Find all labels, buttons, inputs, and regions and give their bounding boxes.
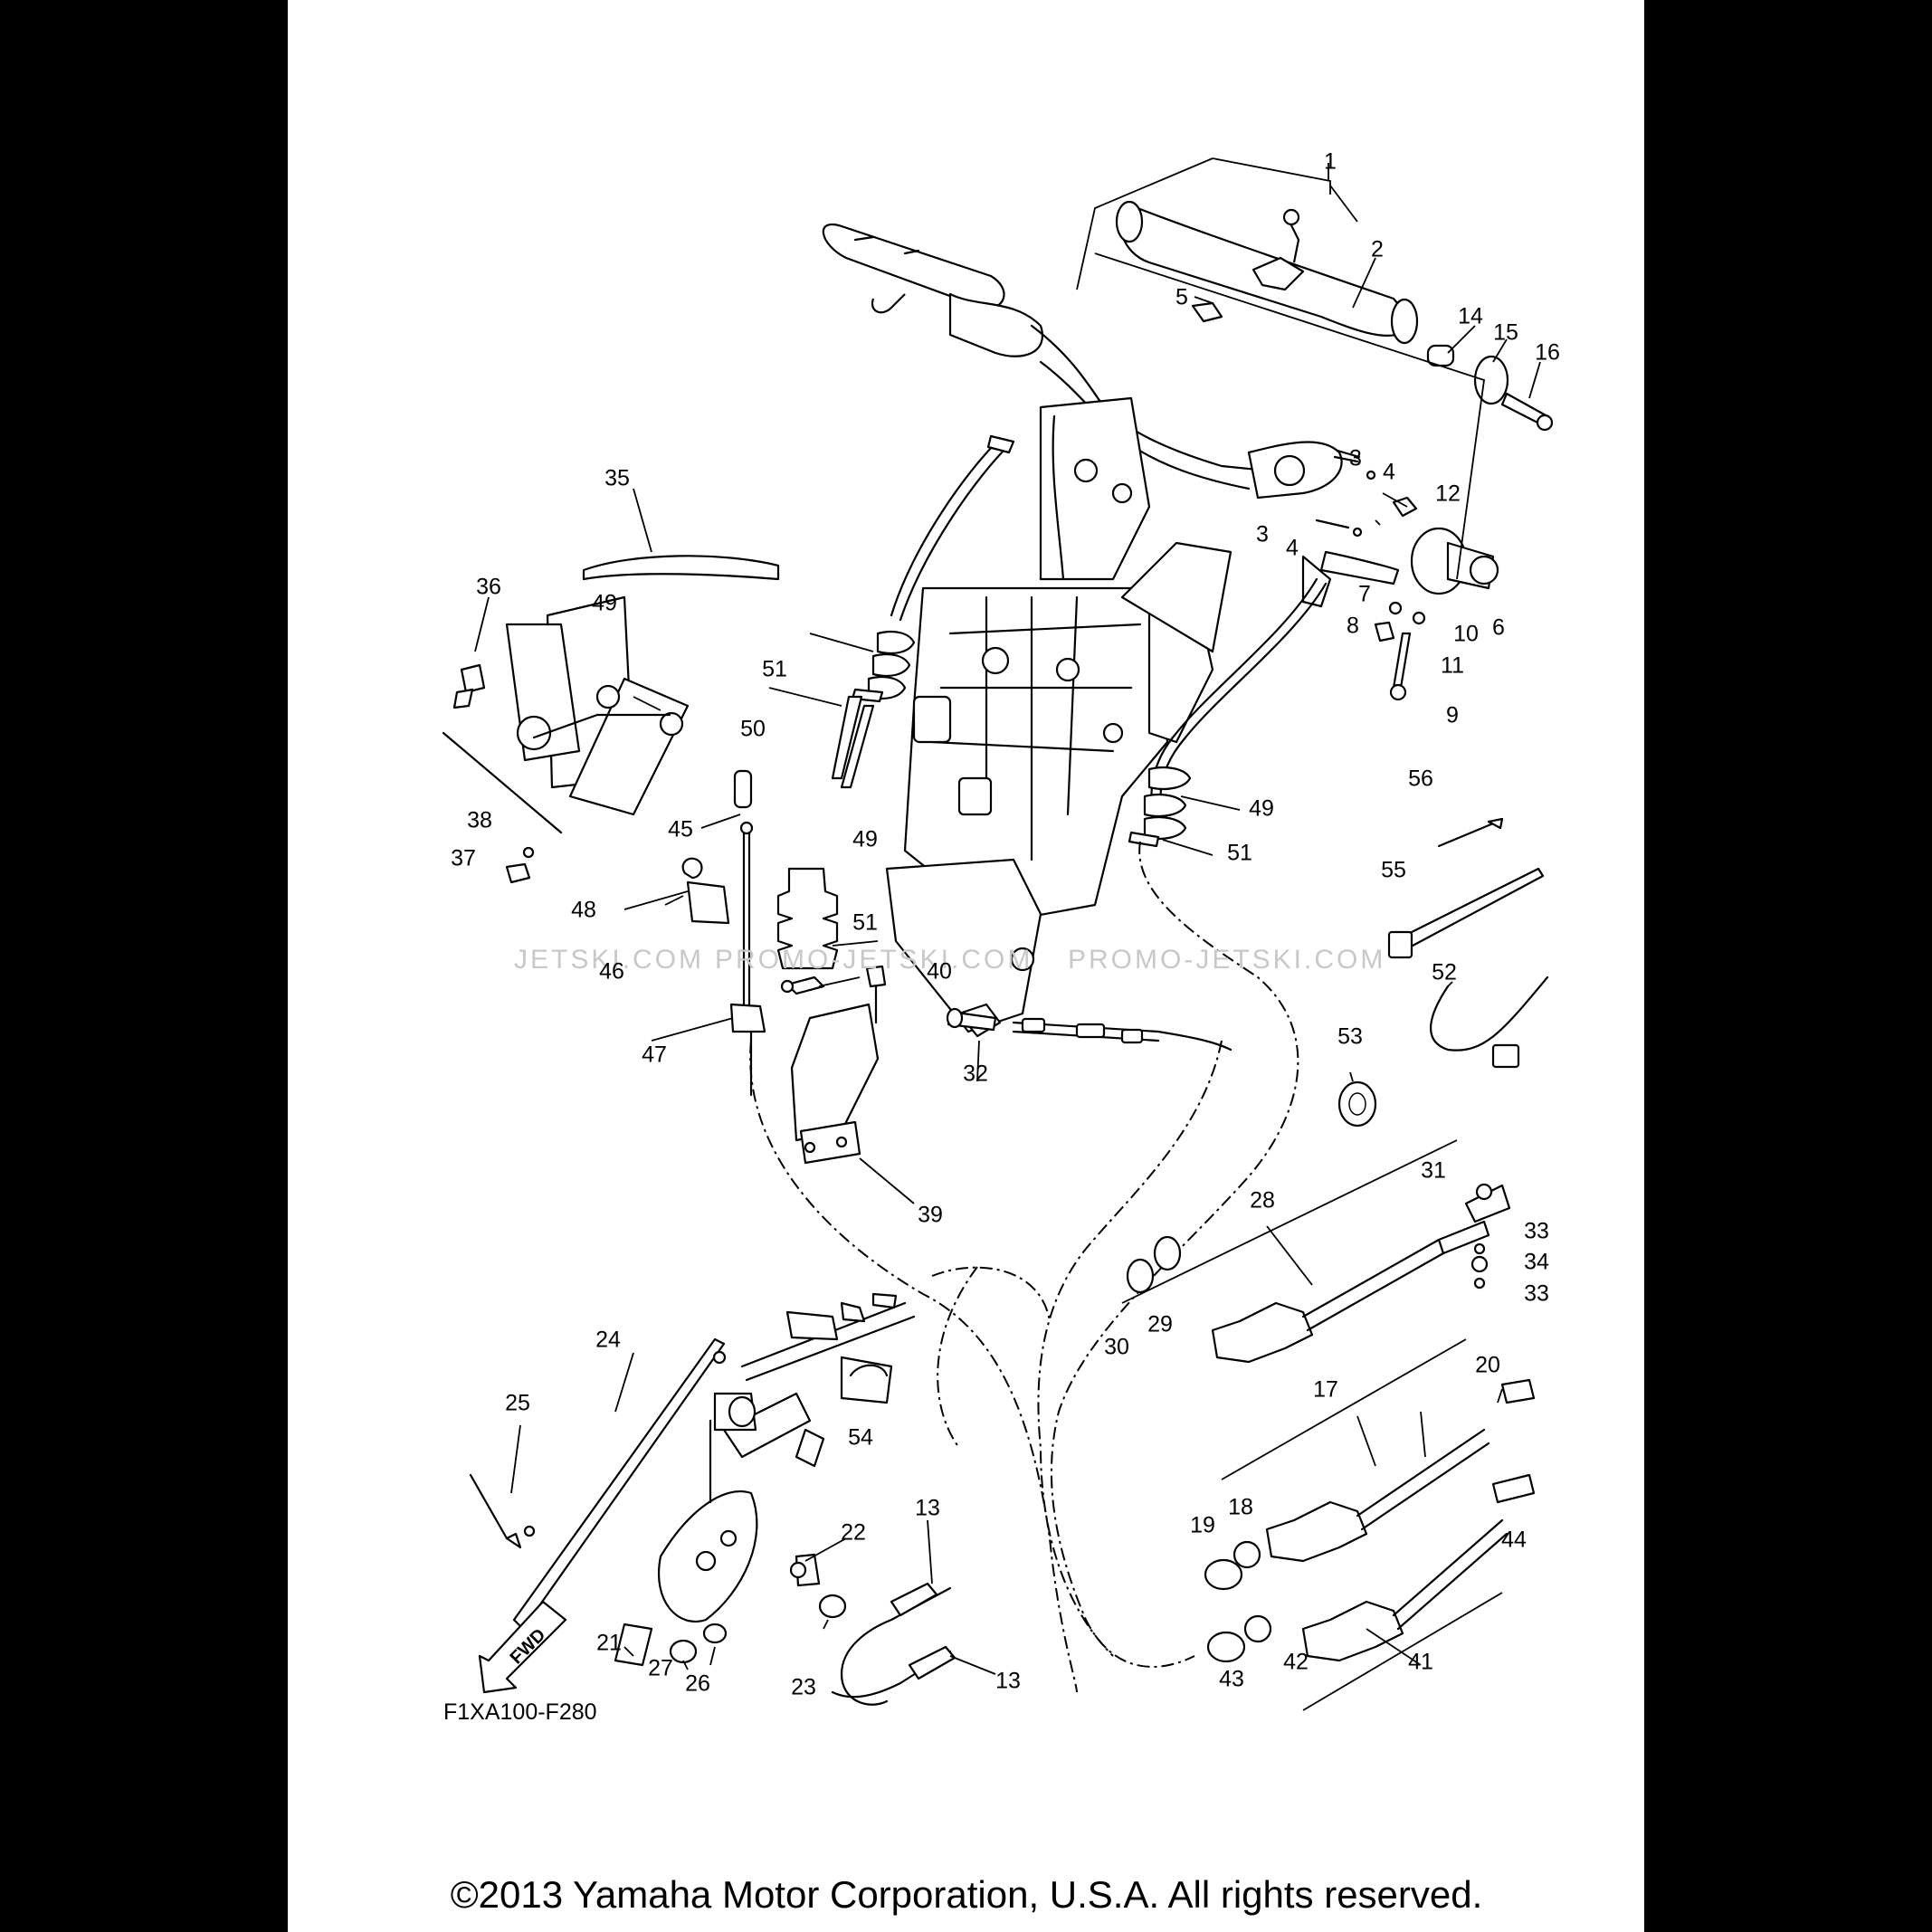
callout-46: 46 xyxy=(599,959,624,985)
handlebar-assembly xyxy=(822,224,1343,500)
group-brackets xyxy=(1076,157,1503,1711)
callout-45: 45 xyxy=(668,817,693,842)
callout-48: 48 xyxy=(571,898,596,923)
callout-25: 25 xyxy=(505,1391,530,1416)
callout-36: 36 xyxy=(476,575,501,600)
throttle-cables xyxy=(840,434,1328,848)
callout-52: 52 xyxy=(1432,960,1457,985)
callout-8: 8 xyxy=(1347,614,1359,639)
callout-13b: 13 xyxy=(995,1669,1021,1694)
callout-35: 35 xyxy=(604,466,630,491)
callout-30: 30 xyxy=(1104,1335,1129,1360)
clip-54 xyxy=(789,1356,893,1619)
callout-20: 20 xyxy=(1475,1353,1500,1378)
callout-40: 40 xyxy=(927,959,952,985)
callout-7: 7 xyxy=(1358,582,1371,607)
watermark-right: PROMO-JETSKI.COM xyxy=(1068,945,1385,975)
callout-39: 39 xyxy=(918,1203,943,1228)
callout-21: 21 xyxy=(596,1631,622,1656)
callout-33b: 33 xyxy=(1524,1281,1549,1307)
callout-27: 27 xyxy=(648,1656,673,1681)
copyright: ©2013 Yamaha Motor Corporation, U.S.A. A… xyxy=(451,1873,1483,1916)
cable-13 xyxy=(831,1582,956,1706)
callout-17: 17 xyxy=(1313,1377,1338,1403)
callout-16: 16 xyxy=(1535,340,1560,366)
callout-49c: 49 xyxy=(852,827,878,852)
callout-23: 23 xyxy=(791,1675,816,1700)
lever-bracket-24 xyxy=(469,1337,727,1631)
callout-55: 55 xyxy=(1381,858,1406,883)
part-5-clamp xyxy=(1191,301,1223,323)
callout-33a: 33 xyxy=(1524,1219,1549,1244)
leader-lines xyxy=(474,163,1541,1675)
callout-4b: 4 xyxy=(1286,536,1299,561)
callout-1: 1 xyxy=(1324,149,1337,175)
steering-column xyxy=(885,396,1232,1038)
callout-51b: 51 xyxy=(1227,841,1252,866)
cover-35 xyxy=(442,555,780,884)
callout-9: 9 xyxy=(1446,703,1459,728)
callout-50: 50 xyxy=(740,717,766,742)
callout-3a: 3 xyxy=(1349,446,1362,471)
boot-49 xyxy=(776,867,839,995)
callout-12: 12 xyxy=(1435,481,1461,507)
callout-43: 43 xyxy=(1219,1667,1244,1692)
parts-diagram: FWD xyxy=(442,149,1560,1916)
cable-routing xyxy=(749,841,1299,1693)
callout-49a: 49 xyxy=(592,591,617,616)
callout-26: 26 xyxy=(685,1671,710,1697)
watermark-left: JETSKI.COM xyxy=(514,945,704,975)
callout-22: 22 xyxy=(841,1520,866,1546)
diagram-code: F1XA100-F280 xyxy=(443,1699,597,1725)
callout-4a: 4 xyxy=(1383,460,1395,485)
callout-10: 10 xyxy=(1453,622,1479,647)
callout-54: 54 xyxy=(848,1425,873,1451)
callout-11: 11 xyxy=(1441,653,1464,679)
callout-29: 29 xyxy=(1147,1312,1173,1337)
callout-51c: 51 xyxy=(852,910,878,936)
callout-41: 41 xyxy=(1408,1650,1433,1675)
callout-51a: 51 xyxy=(762,657,787,682)
ties-and-rivets xyxy=(1337,817,1549,1128)
throttle-lever-parts xyxy=(1301,449,1499,701)
callout-42: 42 xyxy=(1283,1650,1309,1675)
callout-47: 47 xyxy=(642,1042,667,1068)
diagram-page: FWD xyxy=(288,0,1644,1932)
bracket-39 xyxy=(790,965,887,1165)
callout-labels: 1 2 3 3 4 4 5 6 7 8 9 10 11 12 13 13 14 … xyxy=(451,149,1560,1700)
watermark-mid: PROMO-JETSKI.COM xyxy=(715,945,1033,975)
callout-49b: 49 xyxy=(1249,796,1274,822)
callout-34: 34 xyxy=(1524,1250,1549,1275)
callout-6: 6 xyxy=(1492,615,1505,641)
callout-15: 15 xyxy=(1493,320,1518,346)
callout-38: 38 xyxy=(467,808,492,833)
callout-53: 53 xyxy=(1337,1024,1363,1050)
callout-3b: 3 xyxy=(1256,522,1269,547)
callout-28: 28 xyxy=(1250,1188,1275,1213)
rod-50 xyxy=(831,695,863,780)
callout-37: 37 xyxy=(451,846,476,871)
shift-link-parts xyxy=(681,769,766,1097)
cable-32 xyxy=(946,1007,1232,1052)
callout-24: 24 xyxy=(595,1328,621,1353)
callout-19: 19 xyxy=(1190,1513,1215,1538)
right-grip xyxy=(1115,200,1419,345)
callout-32: 32 xyxy=(963,1061,988,1087)
callout-2: 2 xyxy=(1371,237,1384,262)
callout-13a: 13 xyxy=(915,1496,940,1521)
lever-assembly xyxy=(614,1292,916,1667)
callout-56: 56 xyxy=(1408,766,1433,792)
callout-31: 31 xyxy=(1421,1158,1446,1184)
callout-44: 44 xyxy=(1501,1528,1527,1553)
callout-5: 5 xyxy=(1175,285,1188,310)
callout-18: 18 xyxy=(1228,1495,1253,1520)
control-cables xyxy=(1126,1183,1536,1663)
callout-14: 14 xyxy=(1458,304,1483,329)
